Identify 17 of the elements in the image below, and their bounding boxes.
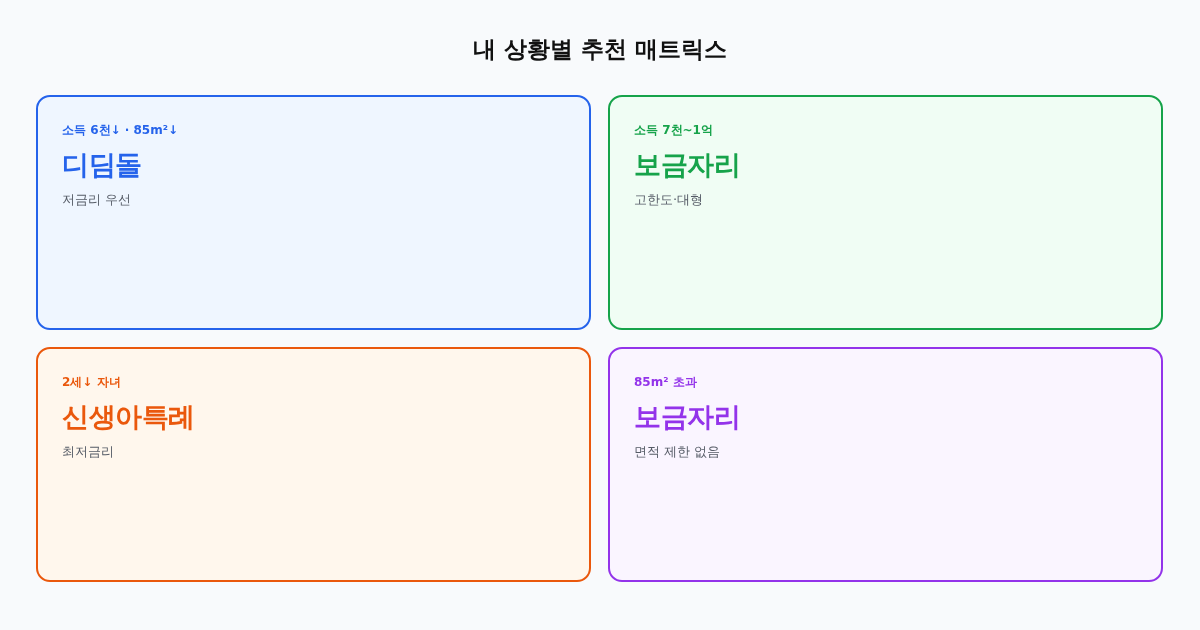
loan-name: 디딤돌 [62, 148, 142, 182]
eligibility-text: 85m² 초과 [634, 374, 697, 391]
eligibility-text: 소득 7천~1억 [634, 122, 713, 139]
benefit-text: 저금리 우선 [62, 191, 132, 209]
benefit-text: 면적 제한 없음 [634, 443, 721, 461]
recommendation-card [36, 347, 591, 582]
recommendation-card [608, 347, 1163, 582]
eligibility-text: 2세↓ 자녀 [62, 374, 121, 391]
eligibility-text: 소득 6천↓ · 85m²↓ [62, 122, 178, 139]
recommendation-card [36, 95, 591, 330]
benefit-text: 고한도·대형 [634, 191, 704, 209]
loan-name: 보금자리 [634, 400, 740, 434]
title: 내 상황별 추천 매트릭스 [473, 35, 727, 64]
benefit-text: 최저금리 [62, 443, 114, 461]
loan-name: 보금자리 [634, 148, 740, 182]
recommendation-card [608, 95, 1163, 330]
loan-name: 신생아특례 [62, 400, 195, 434]
